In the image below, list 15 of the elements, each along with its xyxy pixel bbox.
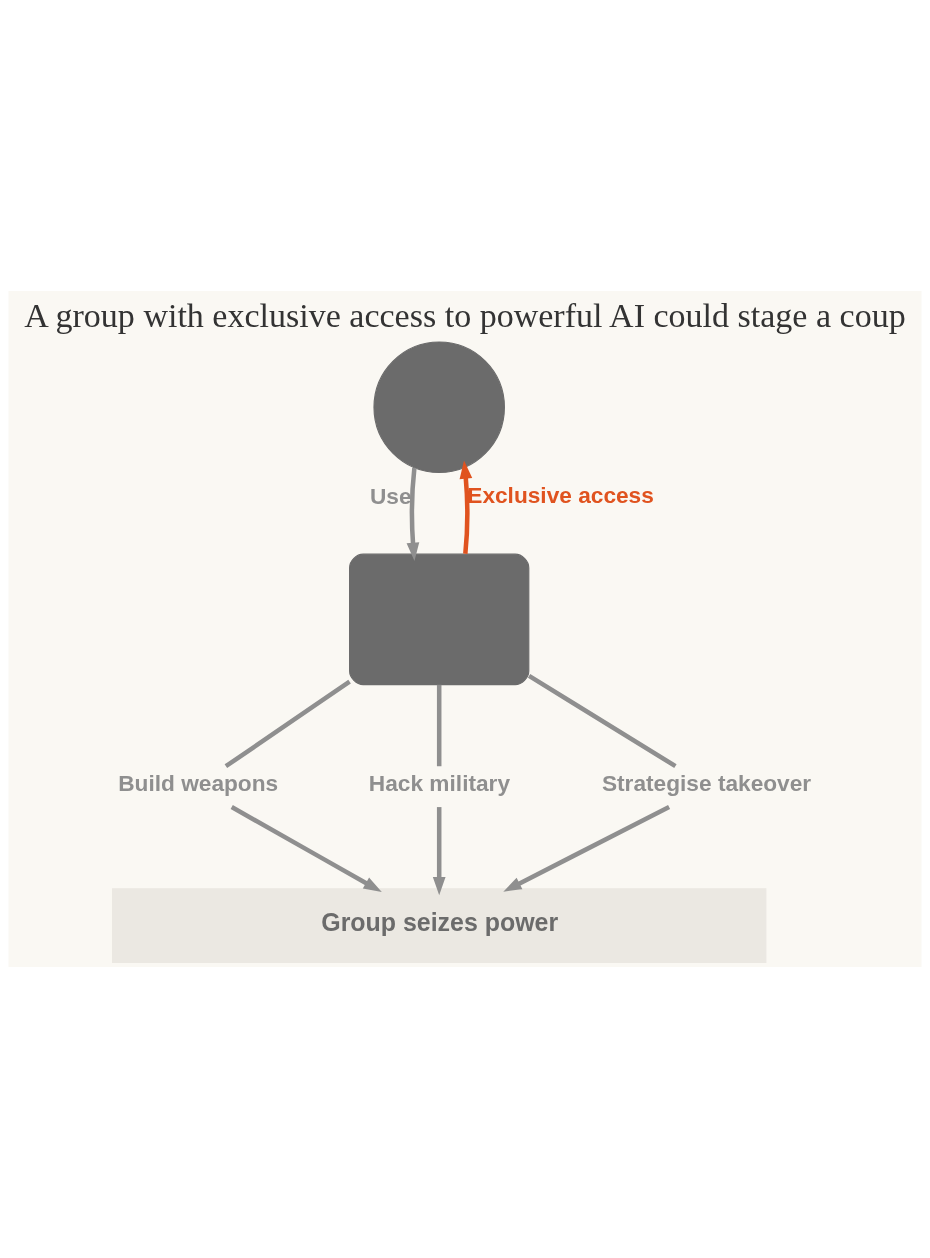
arrow bbox=[459, 460, 473, 554]
connector bbox=[436, 684, 442, 767]
node-person bbox=[373, 341, 505, 474]
diagram-title: A group with exclusive access to powerful AI could stage a coup bbox=[24, 297, 906, 335]
connector bbox=[527, 673, 677, 769]
node-text: Strategise takeover bbox=[601, 770, 812, 797]
node-box: Group seizes power bbox=[111, 888, 767, 964]
arrow bbox=[432, 807, 446, 896]
arrow bbox=[503, 805, 671, 892]
node-robot bbox=[349, 553, 530, 686]
node-text: Build weapons bbox=[118, 770, 279, 797]
arrow bbox=[406, 467, 420, 561]
connector bbox=[224, 679, 351, 769]
arrow bbox=[230, 805, 382, 892]
node-text: Hack military bbox=[368, 770, 511, 797]
